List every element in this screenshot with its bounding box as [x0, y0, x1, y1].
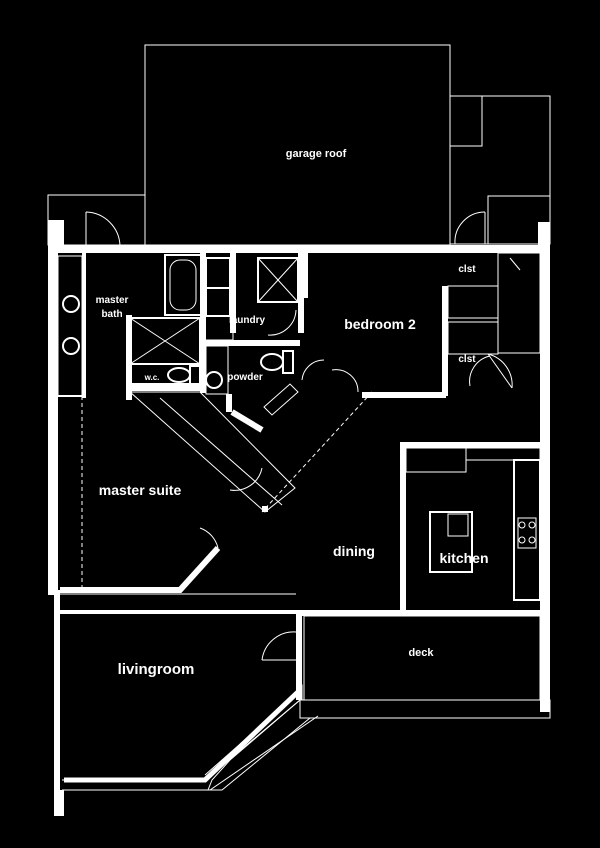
label-dining: dining	[333, 543, 375, 559]
powder-room	[200, 340, 300, 433]
label-powder: powder	[227, 372, 263, 383]
diagonal-closet	[128, 359, 373, 513]
label-closet-top: clst	[458, 264, 476, 275]
label-master-suite: master suite	[99, 482, 182, 498]
west-windows	[57, 255, 84, 590]
kitchen	[400, 442, 541, 612]
livingroom	[62, 684, 319, 791]
master-suite	[60, 527, 300, 614]
garage-doors	[85, 211, 486, 247]
bedroom-2	[304, 252, 541, 398]
label-master-bath-1: master	[96, 295, 129, 306]
laundry-area	[200, 253, 304, 393]
master-bath	[82, 253, 202, 400]
label-bedroom-2: bedroom 2	[344, 316, 416, 332]
label-kitchen: kitchen	[439, 550, 488, 566]
label-livingroom: livingroom	[118, 661, 195, 678]
label-closet-bottom: clst	[458, 354, 476, 365]
label-master-bath-2: bath	[101, 309, 122, 320]
label-wc: w.c.	[144, 373, 160, 382]
label-deck: deck	[408, 647, 434, 659]
garage-roof	[47, 44, 551, 246]
deck	[261, 610, 541, 701]
label-garage-roof: garage roof	[286, 148, 347, 160]
label-laundry: laundry	[229, 315, 266, 326]
